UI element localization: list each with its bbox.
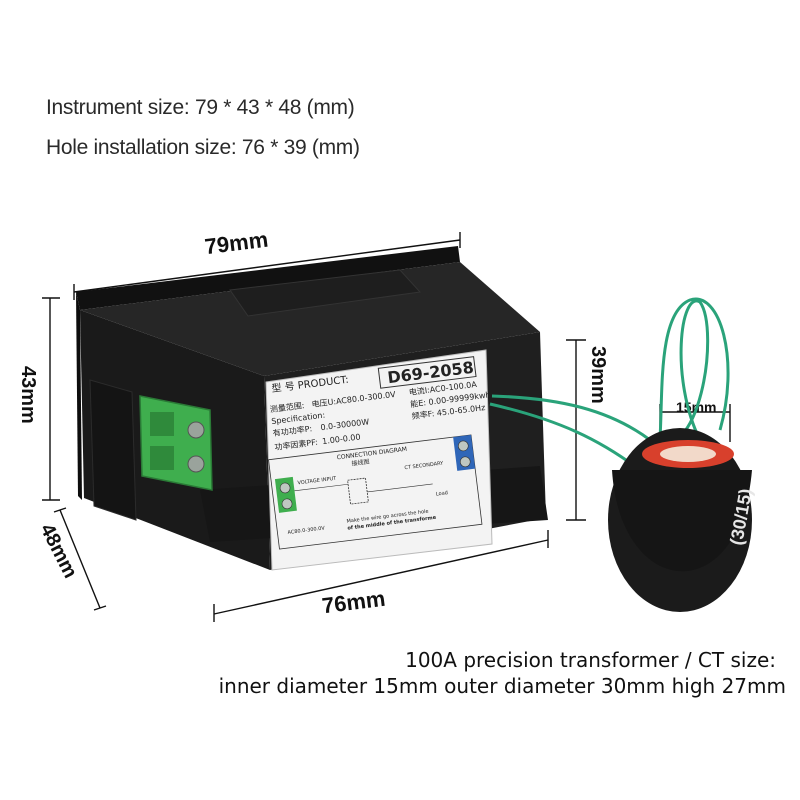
ct-caption-line1: 100A precision transformer / CT size: (405, 648, 776, 672)
label-ac-range: AC80.0-300.0V (287, 525, 326, 536)
product-label: 型 号 PRODUCT: D69-2058 测量范围: 电压U:AC80.0-3… (265, 349, 493, 571)
label-diagram-cn: 接线图 (351, 457, 370, 467)
label-ct-secondary: CT SECONDARY (404, 460, 444, 471)
label-voltage-input: VOLTAGE INPUT (297, 476, 337, 487)
depth-dimension-label: 48mm (36, 520, 82, 581)
hole-width-dimension-label: 76mm (321, 586, 387, 619)
dimension-lines (42, 232, 731, 622)
width-dimension-label: 79mm (203, 227, 269, 260)
current-transformer: (30/15) (608, 428, 756, 612)
ct-caption-line2: inner diameter 15mm outer diameter 30mm … (218, 674, 786, 698)
label-power-cn: 有功功率P: (272, 423, 312, 438)
label-load: Load (436, 490, 449, 497)
hole-height-dimension-label: 39mm (587, 346, 609, 404)
voltage-terminal-block (139, 395, 213, 491)
ct-wires (489, 297, 730, 475)
height-dimension-label: 43mm (17, 366, 39, 424)
hole-size-text: Hole installation size: 76 * 39 (mm) (46, 136, 360, 159)
instrument-size-text: Instrument size: 79 * 43 * 48 (mm) (46, 96, 355, 119)
label-range-cn: 测量范围: (269, 400, 305, 414)
